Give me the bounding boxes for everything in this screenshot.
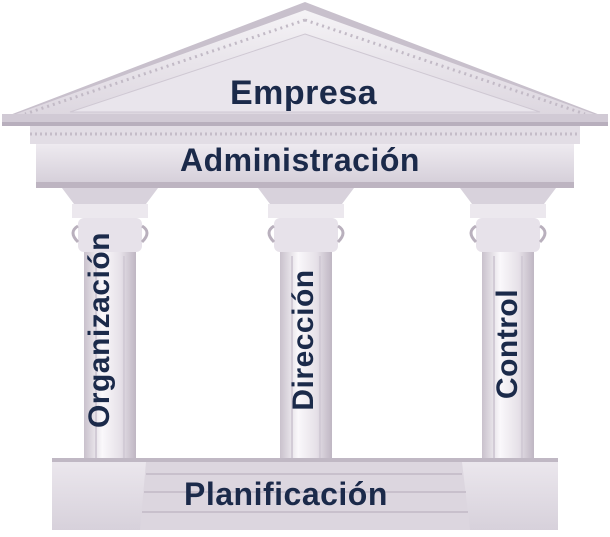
roof-pediment (2, 2, 608, 126)
pillar-label-organizacion: Organización (83, 231, 116, 429)
pillar-right (460, 188, 556, 462)
base-steps (52, 458, 558, 530)
pillar-label-control: Control (491, 288, 524, 400)
pillar-label-direccion: Dirección (287, 269, 320, 411)
pillar-middle (258, 188, 354, 462)
base-label: Planificación (184, 476, 388, 512)
roof-label: Empresa (230, 74, 378, 112)
pillar-left (62, 188, 158, 462)
entablature-beam (30, 126, 580, 188)
beam-label: Administración (180, 142, 420, 178)
